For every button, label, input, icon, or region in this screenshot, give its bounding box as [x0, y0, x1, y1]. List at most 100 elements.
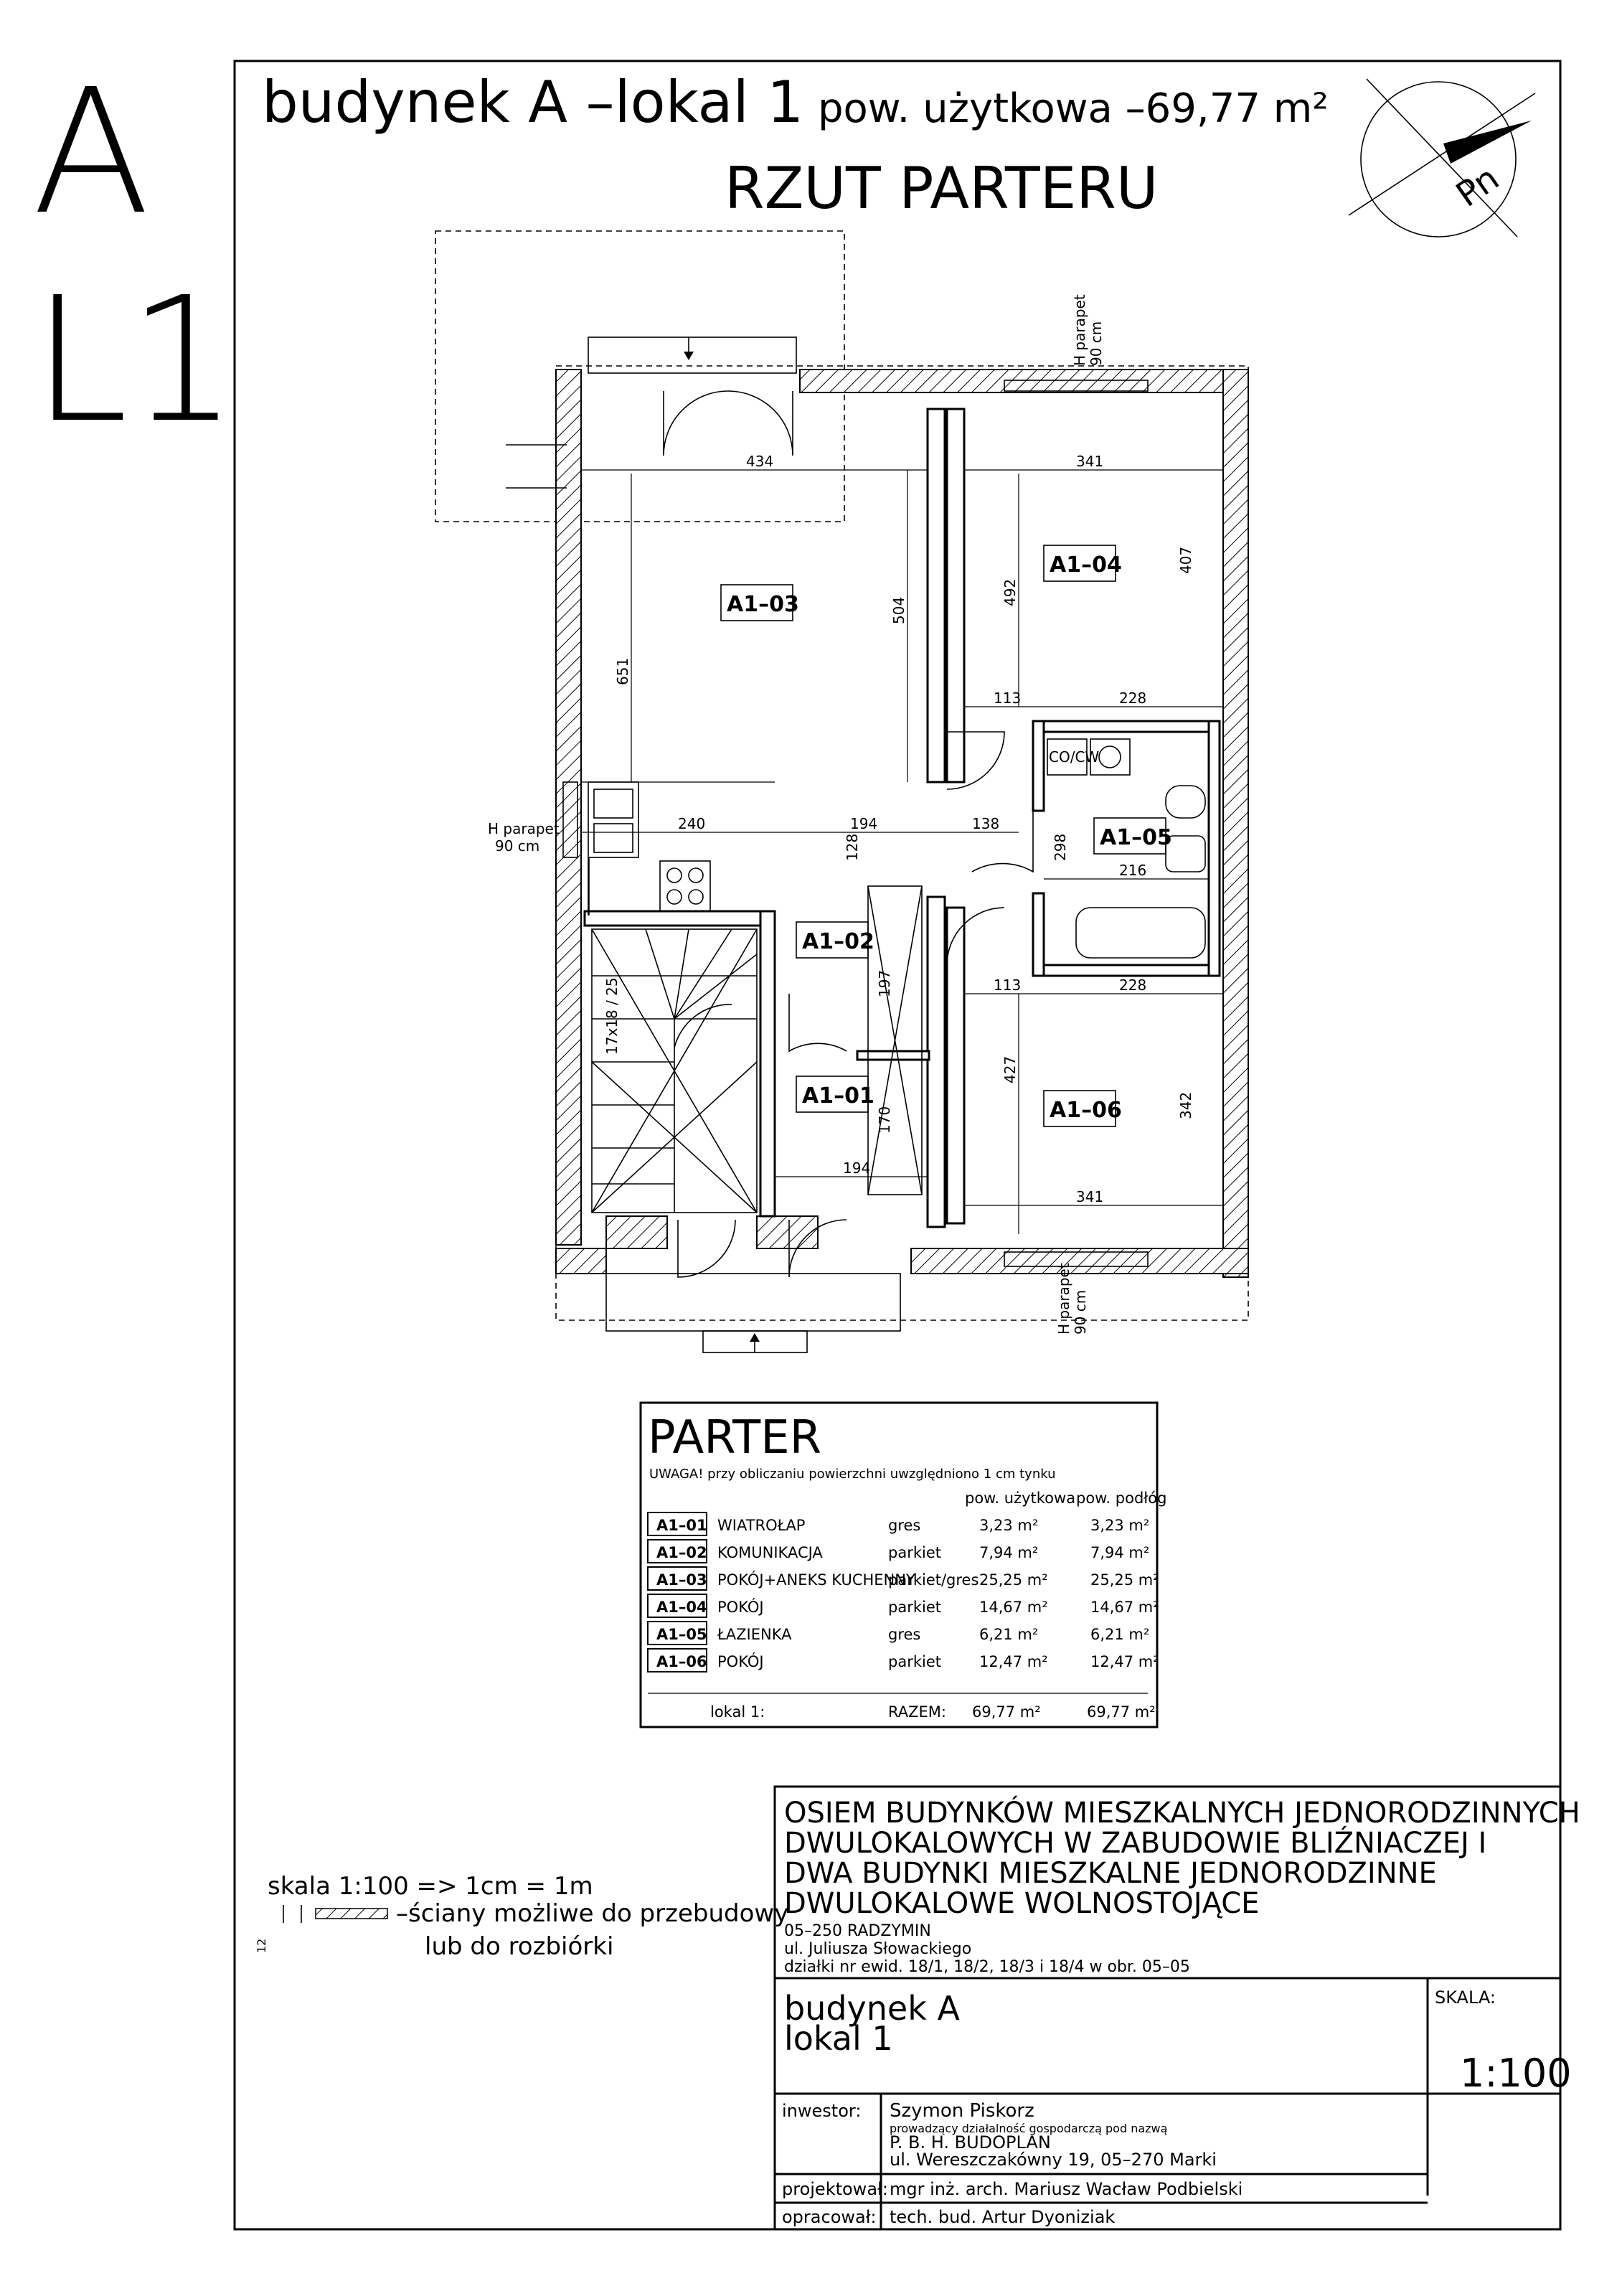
parapet-note-west: H parapet [488, 820, 560, 837]
sheet-building: budynek A [784, 1989, 960, 2028]
room-label-a101: A1–01 [802, 1083, 874, 1109]
parapet-height-north: 90 cm [1088, 321, 1105, 366]
boiler-icon [1047, 738, 1088, 776]
table-cell-name: KOMUNIKACJA [717, 1544, 823, 1561]
table-cell-finish: parkiet [888, 1653, 941, 1670]
table-total-floor: 69,77 m² [1087, 1703, 1156, 1721]
area-table: PARTER UWAGA! przy obliczaniu powierzchn… [639, 1401, 1166, 1728]
dim-407: 407 [1177, 547, 1194, 574]
address-line-3: działki nr ewid. 18/1, 18/2, 18/3 i 18/4… [784, 1958, 1190, 1976]
dim-298: 298 [1052, 834, 1069, 861]
room-label-a103: A1–03 [727, 592, 799, 617]
room-label-a104: A1–04 [1050, 552, 1122, 578]
title-usable-area: pow. użytkowa –69,77 m² [818, 85, 1329, 132]
dim-341-bottom: 341 [1076, 1188, 1103, 1205]
window-south [1004, 1251, 1149, 1267]
scale-value: 1:100 [1460, 2051, 1572, 2096]
dim-194-bottom: 194 [843, 1159, 870, 1177]
wall-bath-south [1032, 964, 1214, 977]
dim-128: 128 [844, 834, 861, 861]
wardrobe [867, 885, 923, 1195]
room-label-a105: A1–05 [1100, 825, 1172, 850]
table-cell-id: A1–03 [656, 1571, 707, 1589]
investor-label: inwestor: [782, 2101, 861, 2121]
door-swing-entry-l [677, 1219, 736, 1278]
wall-thickness-label: 12 [255, 1939, 268, 1953]
sheet-unit: lokal 1 [784, 2019, 893, 2058]
door-swing-terrace-l [663, 390, 729, 456]
drafter-name: tech. bud. Artur Dyoniziak [890, 2207, 1115, 2227]
door-swing-a106 [946, 907, 1005, 966]
dim-434: 434 [746, 453, 773, 470]
dim-113-top: 113 [994, 690, 1021, 707]
parapet-height-south: 90 cm [1072, 1290, 1089, 1335]
table-id-box [647, 1512, 707, 1536]
table-cell-floor: 3,23 m² [1090, 1517, 1149, 1534]
wall-east [1222, 369, 1249, 1278]
floor-plan: 17x18 / 25 CO/CW A1–03 A1–04 A1–05 A1–02… [435, 230, 1249, 1353]
wall-interior-4 [946, 906, 966, 1225]
door-swing-terrace-r [727, 390, 793, 456]
scale-note: skala 1:100 => 1cm = 1m [268, 1872, 593, 1901]
entrance-porch [605, 1273, 901, 1332]
door-swing-entry-r [788, 1219, 847, 1278]
door-swing-a104 [946, 731, 1005, 790]
parapet-note-north: H parapet [1071, 294, 1088, 366]
wall-bath-west-1 [1032, 720, 1045, 812]
door-swing-a102 [788, 994, 847, 1053]
table-id-box [647, 1594, 707, 1618]
table-col-usable: pow. użytkowa [965, 1490, 1075, 1507]
legend-walls-line1: –ściany możliwe do przebudowy [396, 1899, 788, 1928]
dim-240: 240 [678, 815, 705, 832]
window-north [1004, 380, 1149, 392]
table-cell-finish: parkiet [888, 1599, 941, 1616]
plan-title: RZUT PARTERU [725, 155, 1158, 222]
toilet-icon [1165, 785, 1206, 819]
project-line-2: DWULOKALOWYCH W ZABUDOWIE BLIŹNIACZEJ I [784, 1825, 1486, 1860]
designer-name: mgr inż. arch. Mariusz Wacław Podbielski [890, 2179, 1243, 2199]
investor-firm: P. B. H. BUDOPLAN [890, 2132, 1051, 2152]
table-cell-name: WIATROŁAP [717, 1517, 805, 1534]
table-total-usable: 69,77 m² [972, 1703, 1041, 1721]
dim-228-top: 228 [1119, 690, 1146, 707]
door-swing-a105 [971, 811, 1034, 873]
table-cell-floor: 7,94 m² [1090, 1544, 1149, 1561]
scale-label: SKALA: [1435, 1987, 1496, 2008]
room-label-a106: A1–06 [1050, 1098, 1122, 1123]
north-arrow-icon: Pn [1348, 78, 1536, 237]
table-cell-id: A1–04 [656, 1599, 707, 1616]
stairs-label: 17x18 / 25 [603, 977, 621, 1055]
dim-342: 342 [1177, 1092, 1194, 1119]
table-cell-id: A1–02 [656, 1544, 707, 1561]
title-building-unit: budynek A –lokal 1 [262, 69, 803, 136]
legend: skala 1:100 => 1cm = 1m 12 –ściany możli… [255, 1872, 788, 1961]
table-cell-usable: 14,67 m² [979, 1599, 1048, 1616]
table-cell-usable: 3,23 m² [979, 1517, 1038, 1534]
north-label: Pn [1449, 158, 1507, 215]
side-letter-a: A [32, 52, 150, 253]
table-cell-name: ŁAZIENKA [717, 1626, 792, 1643]
table-cell-id: A1–01 [656, 1517, 707, 1534]
parapet-note-south: H parapet [1055, 1263, 1072, 1335]
dim-651: 651 [614, 658, 631, 685]
wall-sw [555, 1248, 607, 1274]
co-cw-label: CO/CW [1049, 748, 1099, 766]
table-cell-id: A1–06 [656, 1653, 707, 1670]
dim-170: 170 [876, 1106, 893, 1134]
project-line-1: OSIEM BUDYNKÓW MIESZKALNYCH JEDNORODZINN… [784, 1795, 1580, 1830]
dim-341-top: 341 [1076, 453, 1103, 470]
dim-216: 216 [1119, 862, 1146, 879]
wall-north [799, 369, 1224, 393]
wall-interior-1 [926, 408, 946, 784]
table-cell-name: POKÓJ [717, 1652, 764, 1670]
side-letter-l1: L1 [32, 260, 237, 461]
wall-interior-2 [926, 895, 946, 1228]
table-cell-usable: 6,21 m² [979, 1626, 1038, 1643]
table-total-label: lokal 1: [710, 1703, 765, 1721]
wall-west [555, 369, 582, 1246]
